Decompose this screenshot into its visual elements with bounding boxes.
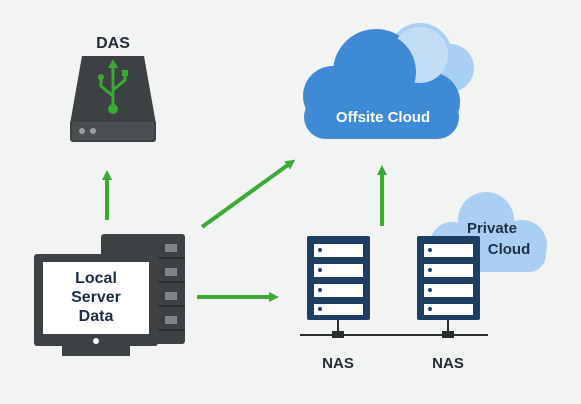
offsite-cloud-icon [303, 23, 474, 139]
private-cloud-label-line1: Private [467, 220, 517, 237]
local-server-label-line1: Local [75, 270, 117, 287]
nas-2-rack-icon [417, 236, 480, 338]
monitor-icon [34, 254, 158, 356]
offsite-cloud-label: Offsite Cloud [336, 109, 430, 126]
das-label: DAS [96, 35, 130, 52]
private-cloud-label-line2: Cloud [488, 241, 531, 258]
das-drive-icon [70, 56, 156, 142]
nas-1-label: NAS [322, 355, 354, 372]
arrows [102, 159, 387, 302]
local-server-label-line3: Data [79, 308, 114, 325]
nas-2-label: NAS [432, 355, 464, 372]
nas-1-rack-icon [307, 236, 370, 338]
local-server-label-line2: Server [71, 289, 121, 306]
arrow-local-to-offsite-cloud [200, 159, 296, 229]
